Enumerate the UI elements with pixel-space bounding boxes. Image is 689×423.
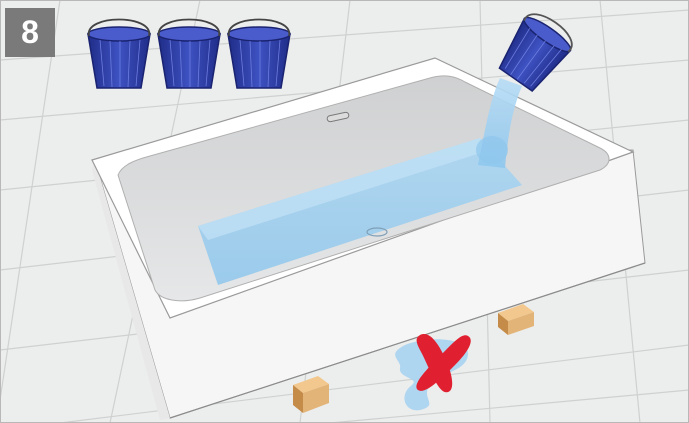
bucket-icon-1 — [88, 20, 150, 89]
bucket-icon-3 — [228, 20, 290, 89]
step-number-badge: 8 — [5, 8, 55, 57]
bucket-icon-2 — [158, 20, 220, 89]
